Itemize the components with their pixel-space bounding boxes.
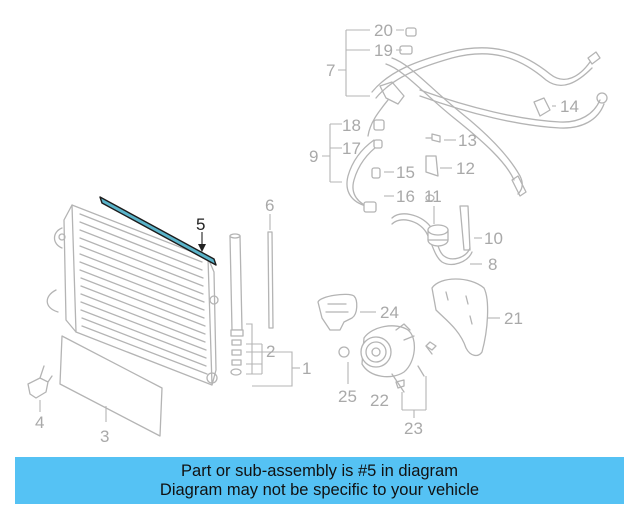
callout-20: 20: [374, 21, 393, 40]
condenser: [46, 204, 219, 386]
callout-13: 13: [458, 131, 477, 150]
callout-6: 6: [265, 196, 274, 215]
shield-21: [431, 278, 500, 357]
callout-21: 21: [504, 309, 523, 328]
callout-5: 5: [196, 215, 205, 234]
fitting-14: [533, 97, 556, 117]
info-banner: Part or sub-assembly is #5 in diagram Di…: [15, 457, 624, 504]
bracket-4: [27, 365, 53, 412]
callout-3: 3: [100, 427, 109, 446]
callout-11: 11: [424, 187, 442, 206]
callout-2: 2: [266, 342, 275, 361]
callout-14: 14: [560, 97, 579, 116]
callout-8: 8: [488, 255, 497, 274]
callout-9: 9: [309, 147, 318, 166]
callout-25: 25: [338, 387, 357, 406]
panel-3: [59, 335, 163, 437]
callout-15: 15: [396, 163, 415, 182]
callout-23: 23: [404, 419, 423, 438]
callout-19: 19: [374, 41, 393, 60]
callouts: 1 2 3 4 5 6 7 8 9 10 11 12 13 14 15 16 1…: [35, 21, 579, 446]
ac-lines-upper: [338, 27, 608, 197]
callout-7: 7: [326, 61, 335, 80]
bottle-11: [427, 206, 449, 247]
callout-17: 17: [342, 139, 361, 158]
callout-10: 10: [484, 229, 503, 248]
right-leaders: [384, 139, 482, 265]
seal-strip-5: [99, 196, 217, 266]
banner-line-2: Diagram may not be specific to your vehi…: [159, 480, 480, 499]
callout-12: 12: [456, 159, 475, 178]
callout-18: 18: [342, 116, 361, 135]
compressor: [360, 323, 437, 418]
callout-24: 24: [380, 303, 399, 322]
callout-4: 4: [35, 413, 44, 432]
banner-line-1: Part or sub-assembly is #5 in diagram: [181, 461, 458, 480]
callout-22: 22: [370, 391, 389, 410]
callout-1: 1: [302, 359, 311, 378]
strip-6: [267, 214, 274, 329]
seal-strip-5-outline: [99, 196, 217, 266]
drier-1: [229, 233, 300, 387]
bracket-24: [317, 293, 376, 384]
callout-16: 16: [396, 187, 415, 206]
parts-diagram: 1 2 3 4 5 6 7 8 9 10 11 12 13 14 15 16 1…: [27, 21, 608, 446]
ac-lines-lower: [322, 119, 473, 266]
